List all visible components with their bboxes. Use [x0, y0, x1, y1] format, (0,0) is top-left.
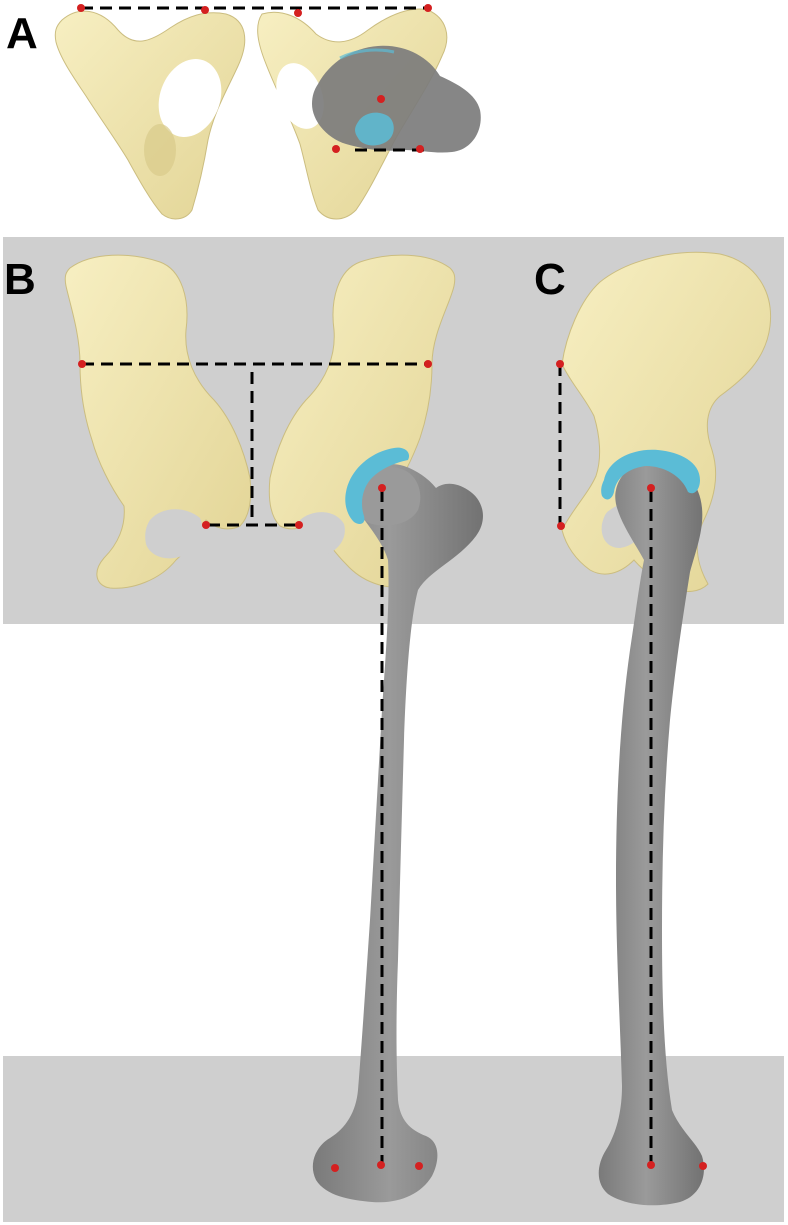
femur-front-view	[312, 464, 483, 1203]
landmark-point	[377, 1161, 385, 1169]
panel-label-c: C	[534, 255, 566, 304]
landmark-point	[295, 521, 303, 529]
landmark-point	[202, 521, 210, 529]
landmark-point	[77, 4, 85, 12]
cartilage-top-view	[355, 112, 394, 146]
obturator-foramen-left	[158, 59, 222, 137]
landmark-point	[332, 145, 340, 153]
landmark-point	[699, 1162, 707, 1170]
panel-c: C	[534, 251, 772, 1206]
cartilage-rim-top-view	[339, 48, 395, 60]
panel-label-a: A	[6, 9, 38, 58]
landmark-point	[331, 1164, 339, 1172]
panel-label-b: B	[4, 255, 36, 304]
pelvis-lateral-view	[561, 251, 772, 592]
landmark-point	[378, 484, 386, 492]
obturator-foramen-right	[276, 63, 324, 129]
panel-b: B	[4, 254, 483, 1203]
pelvis-left-front-view	[64, 254, 252, 589]
acetabular-cartilage-b	[345, 447, 410, 524]
pelvis-right-front-view	[268, 254, 456, 588]
panel-a: A	[6, 4, 481, 220]
femur-top-view	[312, 45, 481, 153]
landmark-point	[415, 1162, 423, 1170]
landmark-point	[647, 484, 655, 492]
landmark-point	[556, 360, 564, 368]
acetabular-cartilage-c	[601, 449, 700, 500]
landmark-point	[294, 9, 302, 17]
landmark-point	[424, 4, 432, 12]
landmark-point	[416, 145, 424, 153]
landmark-point	[201, 6, 209, 14]
obturator-foramen-b-left	[145, 509, 202, 559]
landmark-point	[424, 360, 432, 368]
pelvis-left-top-view	[54, 10, 246, 220]
pelvis-left-shadow	[144, 124, 176, 176]
landmark-point	[78, 360, 86, 368]
obturator-foramen-b-right	[296, 512, 345, 557]
femur-head-b	[351, 466, 421, 526]
landmark-point	[647, 1161, 655, 1169]
landmark-point	[557, 522, 565, 530]
landmark-point	[377, 95, 385, 103]
